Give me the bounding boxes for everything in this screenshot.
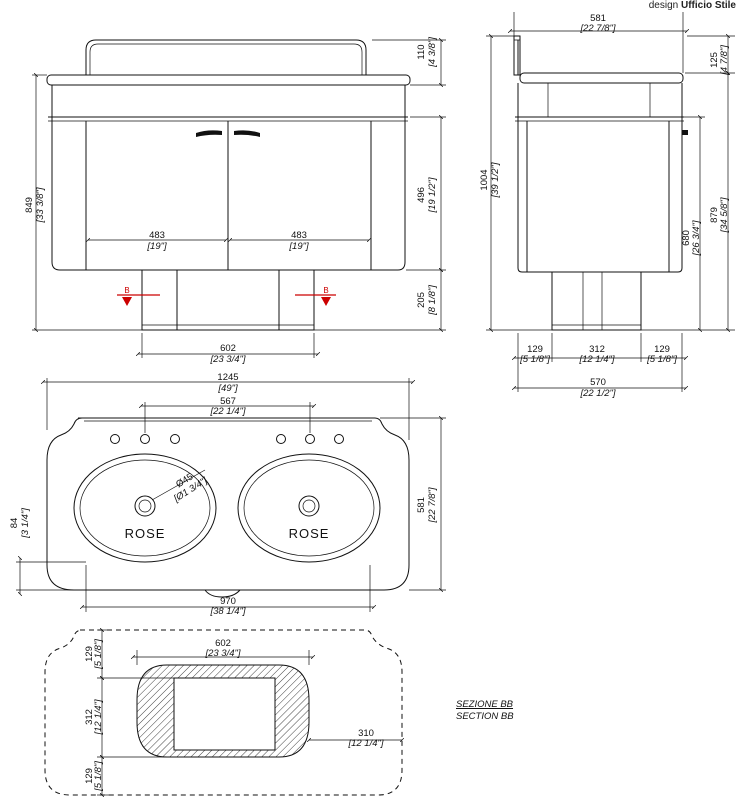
section-marker-right: B (295, 286, 336, 306)
dim-section-bottom-offset: 129 (84, 768, 95, 784)
section-letter-left: B (124, 286, 129, 295)
basin-right-brand: ROSE (289, 526, 330, 541)
door-handle-right (234, 130, 260, 137)
dim-side-base-depth: 312 (589, 344, 605, 355)
side-view: 581 [22 7/8"] 1004 [39 1/2"] 125 [4 7/8"… (479, 12, 735, 399)
dim-base-width: 602 (220, 343, 236, 354)
dim-tap-spacing-in: [22 1/4"] (209, 406, 245, 417)
section-letter-right: B (323, 286, 328, 295)
credit-designer: Ufficio Stile (680, 0, 736, 11)
dim-tap-spacing: 567 (220, 396, 236, 407)
dim-door-left: 483 (149, 230, 165, 241)
top-view: ROSE ROSE Ø45 [Ø1 3/4"] 1245 [49"] 567 [… (9, 372, 446, 617)
front-backsplash (85, 39, 367, 75)
drain-right (298, 495, 320, 517)
dim-side-top-height-in: [4 7/8"] (719, 45, 730, 76)
basin-left (73, 453, 217, 563)
dim-total-height-in: [33 3/8"] (35, 187, 46, 223)
dim-top-total-width: 1245 (217, 372, 238, 383)
dim-side-top-height: 125 (709, 52, 720, 68)
dim-door-left-in: [19"] (146, 241, 167, 252)
dim-cabinet-height-in: [19 1/2"] (427, 177, 438, 213)
basin-left-brand: ROSE (125, 526, 166, 541)
dim-side-width-in: [22 7/8"] (579, 23, 615, 34)
dim-counter-height-in: [34 5/8"] (719, 197, 730, 233)
section-label-it: SEZIONE BB (456, 699, 514, 710)
dim-base-width-in: [23 3/4"] (209, 354, 245, 365)
front-view: 483 [19"] 483 [19"] B B 602 [23 3/4"] 84… (24, 37, 446, 365)
section-view: 602 [23 3/4"] 129 [5 1/8"] 312 [12 1/4"]… (44, 629, 403, 796)
dim-section-mid-depth: 312 (84, 709, 95, 725)
door-handle-left (196, 130, 222, 137)
dim-side-total-depth-in: [22 1/2"] (579, 388, 615, 399)
dim-door-right-in: [19"] (288, 241, 309, 252)
tap-holes-right (276, 434, 344, 444)
dim-section-top-offset-in: [5 1/8"] (93, 639, 104, 670)
section-outline (44, 629, 403, 796)
side-backsplash (513, 35, 521, 76)
dim-section-top-offset: 129 (84, 646, 95, 662)
side-handle (682, 130, 688, 135)
dim-section-right-offset-in: [12 1/4"] (347, 738, 383, 749)
front-lip (204, 589, 241, 598)
tap-holes-left (110, 434, 180, 444)
dim-side-right-offset-in: [5 1/8"] (646, 354, 677, 365)
dim-front-offset: 84 (9, 518, 20, 529)
dim-side-cabinet-height: 680 (681, 230, 692, 246)
front-countertop (46, 74, 411, 86)
dim-section-bottom-offset-in: [5 1/8"] (93, 761, 104, 792)
dim-section-right-offset: 310 (358, 728, 374, 739)
dim-side-left-offset-in: [5 1/8"] (519, 354, 550, 365)
designer-credit: design Ufficio Stile (649, 0, 736, 11)
front-base (141, 269, 315, 331)
dim-door-right: 483 (291, 230, 307, 241)
dim-side-cabinet-height-in: [26 3/4"] (691, 220, 702, 256)
dim-section-base-width-in: [23 3/4"] (204, 648, 240, 659)
credit-prefix: design (648, 0, 679, 11)
top-countertop (46, 417, 410, 591)
dim-top-depth: 581 (416, 497, 427, 513)
section-label: SEZIONE BB SECTION BB (456, 699, 514, 723)
dim-section-base-width: 602 (215, 638, 231, 649)
side-base (551, 271, 642, 331)
dim-top-height: 110 (416, 44, 427, 59)
section-marker-left: B (117, 286, 160, 306)
dim-side-total-height-in: [39 1/2"] (490, 162, 501, 198)
dim-side-right-offset: 129 (654, 344, 670, 355)
dim-cabinet-height: 496 (416, 187, 427, 203)
dim-section-mid-depth-in: [12 1/4"] (93, 699, 104, 735)
section-base-hollow (173, 677, 276, 751)
dim-top-height-in: [4 3/8"] (427, 37, 438, 68)
drain-left (134, 495, 156, 517)
dim-top-total-width-in: [49"] (217, 383, 238, 394)
dim-side-base-depth-in: [12 1/4"] (578, 354, 614, 365)
side-countertop (519, 72, 684, 84)
dim-basin-span-in: [38 1/4"] (209, 606, 245, 617)
dim-total-height: 849 (24, 197, 35, 213)
dim-base-height-in: [8 1/8"] (427, 285, 438, 316)
dim-side-left-offset: 129 (527, 344, 543, 355)
side-cabinet (517, 83, 683, 273)
section-label-en: SECTION BB (456, 711, 514, 722)
basin-right (237, 453, 381, 563)
dim-top-depth-in: [22 7/8"] (427, 487, 438, 523)
dim-basin-span: 970 (220, 596, 236, 607)
dim-base-height: 205 (416, 292, 427, 308)
dim-side-width: 581 (590, 13, 606, 24)
dim-counter-height: 879 (709, 207, 720, 223)
dim-side-total-height: 1004 (479, 169, 490, 190)
dim-side-total-depth: 570 (590, 377, 606, 388)
dim-front-offset-in: [3 1/4"] (20, 508, 31, 539)
